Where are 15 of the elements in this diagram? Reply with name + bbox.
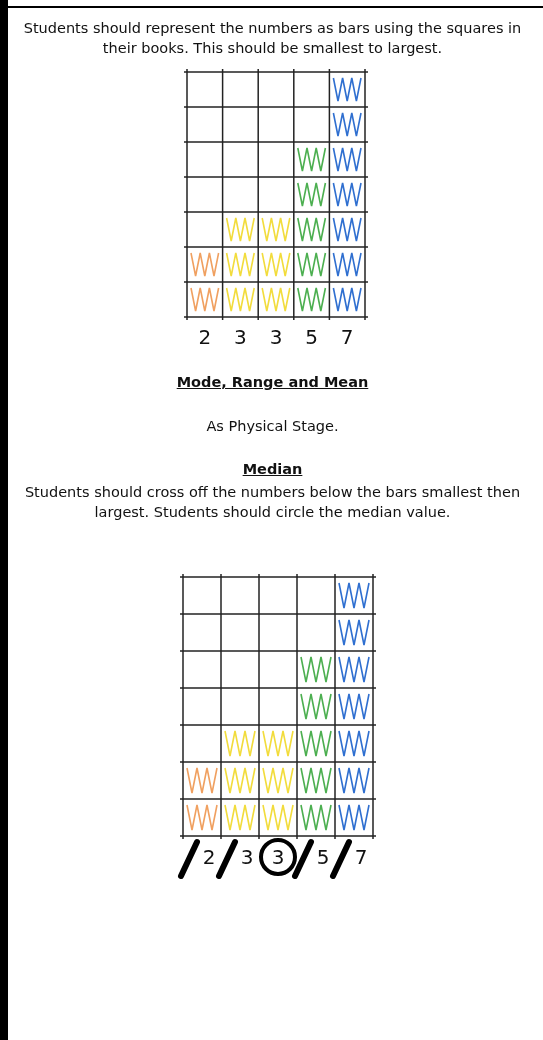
section-heading: Median xyxy=(241,460,304,479)
column-number: 3 xyxy=(239,845,255,869)
column-number: 2 xyxy=(201,845,217,869)
instruction-text: Students should cross off the numbers below the bars smallest then largest. Students should circle the median value. xyxy=(23,483,522,522)
column-number: 5 xyxy=(304,325,319,349)
column-number: 2 xyxy=(197,325,213,349)
column-number: 7 xyxy=(339,325,355,349)
section-heading: Mode, Range and Mean xyxy=(175,373,370,392)
column-number: 5 xyxy=(315,845,331,869)
column-number: 3 xyxy=(270,845,286,869)
instruction-text: As Physical Stage. xyxy=(205,417,340,436)
column-number: 7 xyxy=(353,845,369,869)
column-number: 3 xyxy=(233,325,248,349)
column-number: 3 xyxy=(268,325,284,349)
instruction-text: Students should represent the numbers as bars using the squares in their books. This should be smallest to largest. xyxy=(22,19,523,58)
